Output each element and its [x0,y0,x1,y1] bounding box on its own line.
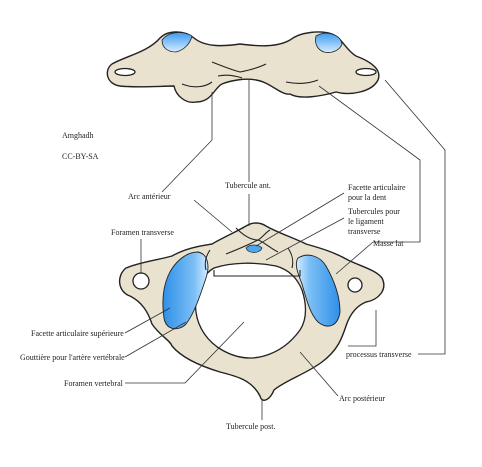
label-facette-superieure: Facette articulaire supérieure [31,329,124,338]
author-credit: Amghadh [62,131,94,140]
license-credit: CC-BY-SA [62,152,99,161]
label-tubercules-3: transverse [348,227,381,236]
label-processus-transverse: processus transverse [346,350,412,359]
label-masse-lat: Masse lat [373,239,404,248]
label-tubercule-post: Tubercule post. [226,422,275,431]
leader-lines [124,79,446,420]
top-foramen-left [114,67,136,77]
label-foramen-vertebral: Foramen vertebral [64,379,124,388]
label-tubercule-ant: Tubercule ant. [225,181,271,190]
foramen-transverse-right [347,277,363,293]
label-arc-anterieur: Arc antérieur [128,192,171,201]
top-foramen-right [355,67,377,77]
anterior-view [106,31,380,103]
superior-facet-left [162,251,209,330]
label-arc-posterieur: Arc postérieur [339,394,385,403]
vertebral-foramen-hole [194,262,307,359]
labels: Amghadh CC-BY-SA Arc antérieur Tubercule… [20,131,412,431]
label-tubercules-1: Tubercules pour [348,207,400,216]
label-facette-dent-2: pour la dent [348,193,387,202]
top-facet-right [315,32,343,53]
label-gouttiere: Gouttière pour l'artère vertébrale [20,353,125,362]
label-foramen-transverse: Foramen transverse [111,228,174,237]
dens-articular-facet [245,244,263,253]
label-facette-dent-1: Facette articulaire [348,183,406,192]
label-tubercules-2: le ligament [348,217,385,226]
superior-view [119,222,385,401]
top-facet-left [161,32,193,53]
superior-facet-right [295,254,341,327]
foramen-transverse-left [132,272,150,290]
